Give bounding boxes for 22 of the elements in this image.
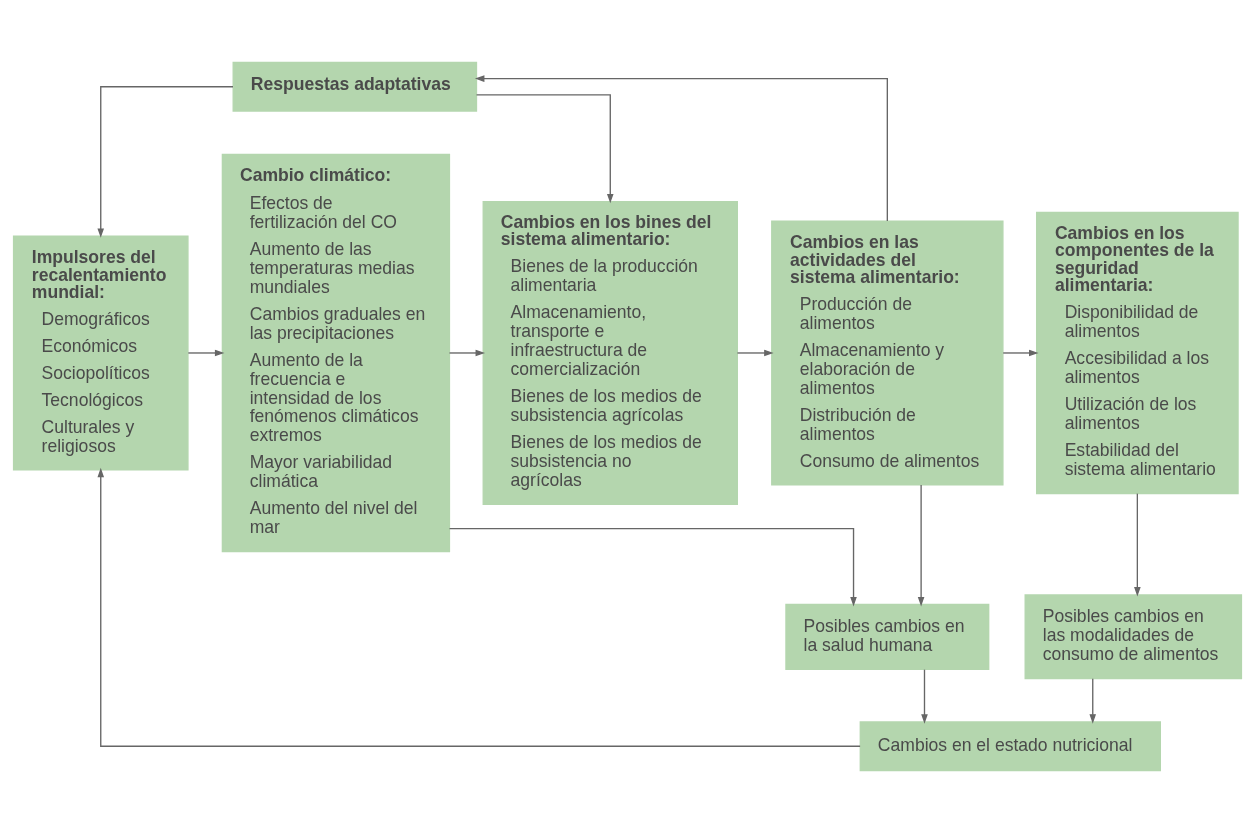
arrow — [1134, 492, 1141, 597]
arrow — [917, 484, 925, 607]
node-box: Respuestas adaptativas — [232, 61, 478, 112]
arrow — [187, 349, 225, 357]
node-box: Impulsores del recalentamiento mundial: Demográficos Económicos Sociopolíticos Tecnológicos Culturales y religiosos — [12, 235, 189, 471]
node-box: Cambio climático: Efectos de fertilización del CO Aumento de las temperaturas medias mundiales Cambios graduales en las precipitaciones Aumento de la frecuencia e intensidad de los fenómenos climáticos extremos Mayor variabilidad climática Aumento del nivel del mar — [221, 153, 451, 553]
node-box: Cambios en los bines del sistema alimentario: Bienes de la producción alimentaria Almacenamiento, transporte e infraestructura de comercialización Bienes de los medios de subsistencia agrícolas Bienes de los medios de subsistencia no agrícolas — [482, 200, 738, 506]
arrow — [1002, 349, 1039, 357]
node-box: Cambios en las actividades del sistema alimentario: Producción de alimentos Almacenamiento y elaboración de alimentos Distribución de alimentos Consumo de alimentos — [771, 220, 1004, 486]
arrow — [448, 349, 486, 357]
node-box: Cambios en los componentes de la seguridad alimentaria: Disponibilidad de alimentos Accesibilidad a los alimentos Utilización de los alimentos Estabilidad del sistema alimentario — [1036, 211, 1239, 495]
arrow — [97, 467, 861, 747]
node-box: Posibles cambios en la salud humana — [785, 603, 990, 670]
node-box: Cambios en el estado nutricional — [859, 721, 1161, 772]
arrow — [1089, 678, 1097, 724]
arrow — [448, 528, 857, 607]
arrow — [475, 94, 614, 204]
arrow — [736, 349, 774, 357]
arrow — [474, 75, 888, 222]
node-box: Posibles cambios en las modalidades de consumo de alimentos — [1024, 594, 1243, 680]
arrow — [921, 668, 928, 724]
arrow — [97, 86, 234, 238]
